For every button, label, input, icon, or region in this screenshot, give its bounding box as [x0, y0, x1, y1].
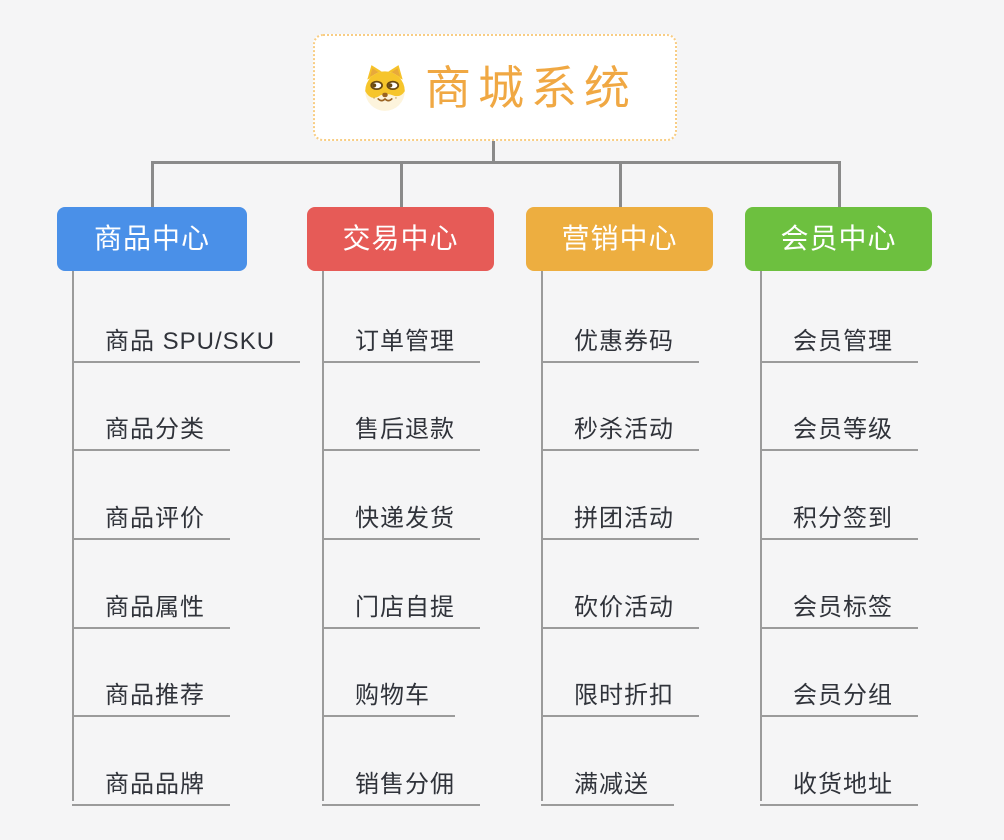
leaf-node[interactable]: 售后退款: [322, 400, 480, 451]
leaf-node[interactable]: 会员分组: [760, 666, 918, 717]
branch-trunk-line: [72, 271, 74, 801]
leaf-label: 满减送: [574, 771, 649, 799]
leaf-node[interactable]: 积分签到: [760, 489, 918, 540]
root-title: 商城系统: [425, 61, 637, 114]
branch-header-3[interactable]: 营销中心: [526, 207, 713, 271]
branch-header-4[interactable]: 会员中心: [745, 207, 932, 271]
leaf-label: 销售分佣: [355, 771, 455, 799]
leaf-node[interactable]: 商品 SPU/SKU: [72, 312, 301, 363]
leaf-node[interactable]: 满减送: [541, 755, 674, 806]
branch-trunk-line: [760, 271, 762, 801]
leaf-label: 会员标签: [793, 594, 893, 622]
leaf-label: 商品评价: [105, 505, 205, 533]
leaf-node[interactable]: 限时折扣: [541, 666, 699, 717]
leaf-node[interactable]: 门店自提: [322, 578, 480, 629]
leaf-label: 快递发货: [355, 505, 455, 533]
branch-header-2[interactable]: 交易中心: [307, 207, 494, 271]
header-drop-line: [838, 161, 841, 208]
leaf-node[interactable]: 商品分类: [72, 400, 230, 451]
leaf-node[interactable]: 会员管理: [760, 312, 918, 363]
leaf-label: 收货地址: [793, 771, 893, 799]
header-drop-line: [151, 161, 154, 208]
leaf-label: 商品 SPU/SKU: [105, 328, 276, 356]
leaf-label: 商品品牌: [105, 771, 205, 799]
leaf-node[interactable]: 砍价活动: [541, 578, 699, 629]
leaf-node[interactable]: 销售分佣: [322, 755, 480, 806]
crossbar-line: [151, 161, 840, 164]
branch-label: 会员中心: [780, 223, 897, 254]
leaf-label: 砍价活动: [574, 594, 674, 622]
branch-trunk-line: [322, 271, 324, 801]
leaf-node[interactable]: 优惠券码: [541, 312, 699, 363]
leaf-label: 商品分类: [105, 416, 205, 444]
leaf-label: 拼团活动: [574, 505, 674, 533]
leaf-node[interactable]: 商品品牌: [72, 755, 230, 806]
branch-label: 营销中心: [561, 223, 678, 254]
leaf-node[interactable]: 订单管理: [322, 312, 480, 363]
leaf-node[interactable]: 会员等级: [760, 400, 918, 451]
header-drop-line: [400, 161, 403, 208]
leaf-label: 门店自提: [355, 594, 455, 622]
leaf-node[interactable]: 购物车: [322, 666, 455, 717]
leaf-label: 积分签到: [793, 505, 893, 533]
root-node[interactable]: 商城系统: [313, 34, 677, 141]
branch-trunk-line: [541, 271, 543, 801]
leaf-label: 商品推荐: [105, 682, 205, 710]
leaf-node[interactable]: 拼团活动: [541, 489, 699, 540]
branch-header-1[interactable]: 商品中心: [57, 207, 247, 271]
leaf-label: 订单管理: [355, 328, 455, 356]
leaf-node[interactable]: 快递发货: [322, 489, 480, 540]
leaf-node[interactable]: 会员标签: [760, 578, 918, 629]
branch-label: 商品中心: [93, 223, 210, 254]
leaf-label: 会员等级: [793, 416, 893, 444]
header-drop-line: [619, 161, 622, 208]
leaf-label: 会员分组: [793, 682, 893, 710]
leaf-label: 秒杀活动: [574, 416, 674, 444]
leaf-node[interactable]: 秒杀活动: [541, 400, 699, 451]
leaf-label: 优惠券码: [574, 328, 674, 356]
branch-label: 交易中心: [342, 223, 459, 254]
leaf-label: 售后退款: [355, 416, 455, 444]
leaf-label: 会员管理: [793, 328, 893, 356]
leaf-label: 购物车: [355, 682, 430, 710]
root-stem-line: [492, 141, 495, 164]
leaf-label: 商品属性: [105, 594, 205, 622]
leaf-node[interactable]: 商品评价: [72, 489, 230, 540]
leaf-node[interactable]: 商品推荐: [72, 666, 230, 717]
leaf-node[interactable]: 商品属性: [72, 578, 230, 629]
leaf-node[interactable]: 收货地址: [760, 755, 918, 806]
leaf-label: 限时折扣: [574, 682, 674, 710]
dog-face-icon: [360, 63, 410, 113]
